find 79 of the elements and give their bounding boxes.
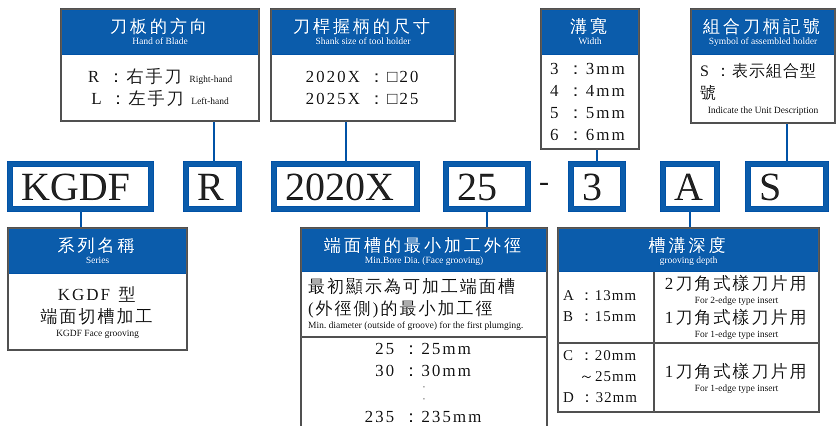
spec-text: 2025X ：□25 xyxy=(306,88,420,110)
english-note: · xyxy=(422,394,426,406)
info-card xyxy=(270,8,456,122)
info-card xyxy=(540,8,640,150)
connector-line xyxy=(486,212,488,227)
code-box xyxy=(7,161,154,212)
code-letter: KGDF xyxy=(20,167,131,206)
connector-line xyxy=(786,124,788,161)
spec-text: 3 ：3mm xyxy=(550,58,627,80)
code-letter: A xyxy=(673,167,704,206)
spec-text: 25 ：25mm xyxy=(375,338,473,360)
connector-line xyxy=(80,212,82,227)
code-box xyxy=(443,161,531,212)
heading: 刀板的方向 xyxy=(109,17,211,37)
spec-text: 2刀角式樣刀片用 xyxy=(664,273,808,295)
connector-line xyxy=(596,150,598,161)
english-note: Right-hand xyxy=(189,74,232,86)
spec-text: 1刀角式樣刀片用 xyxy=(664,360,808,382)
subheading: Symbol of assembled holder xyxy=(708,37,818,48)
subheading: Width xyxy=(577,37,603,48)
heading: 系列名稱 xyxy=(56,236,138,256)
spec-text: S ：表示組合型號 xyxy=(700,62,818,104)
subheading: Min.Bore Dia. (Face grooving) xyxy=(364,256,484,267)
spec-text: 4 ：4mm xyxy=(550,80,627,102)
code-letter: S xyxy=(758,167,782,206)
spec-text: KGDF 型 xyxy=(58,284,138,306)
code-letter: R xyxy=(196,167,225,206)
connector-line xyxy=(345,122,347,161)
heading: 組合刀柄記號 xyxy=(702,17,824,37)
spec-text: 最初顯示為可加工端面槽(外徑側)的最小加工徑 xyxy=(308,276,518,320)
code-letter: 25 xyxy=(456,167,498,206)
spec-text: R ：右手刀 xyxy=(88,66,184,88)
heading: 槽溝深度 xyxy=(648,236,730,256)
english-note: Left-hand xyxy=(191,96,229,108)
info-card xyxy=(300,227,548,426)
code-box xyxy=(745,161,829,212)
spec-text: ～25mm xyxy=(578,368,638,387)
spec-text: 2020X ：□20 xyxy=(306,66,420,88)
spec-text: 1刀角式樣刀片用 xyxy=(664,307,808,329)
spec-text: 端面切槽加工 xyxy=(40,306,154,328)
table-cell xyxy=(302,272,546,338)
code-box xyxy=(183,161,242,212)
spec-text: 235 ：235mm xyxy=(364,406,484,426)
heading: 端面槽的最小加工外徑 xyxy=(323,236,525,256)
connector-line xyxy=(213,122,215,161)
code-box xyxy=(660,161,720,212)
spec-text: C ：20mm xyxy=(563,347,638,366)
code-letter: 3 xyxy=(581,167,603,206)
subheading: grooving depth xyxy=(658,256,718,267)
english-note: For 1-edge type insert xyxy=(694,329,778,341)
spec-text: B ：15mm xyxy=(563,308,638,327)
english-note: Indicate the Unit Description xyxy=(708,104,818,116)
subheading: Hand of Blade xyxy=(131,37,189,48)
info-card xyxy=(7,227,188,351)
english-note: For 2-edge type insert xyxy=(694,295,778,307)
heading: 刀桿握柄的尺寸 xyxy=(292,17,434,37)
english-note: · xyxy=(422,382,426,394)
subheading: Series xyxy=(84,256,110,267)
spec-text: L ：左手刀 xyxy=(91,88,186,110)
english-note: Min. diameter (outside of groove) for the first plumging. xyxy=(308,320,524,332)
subheading: Shank size of tool holder xyxy=(314,37,412,48)
spec-text: 5 ：5mm xyxy=(550,102,627,124)
heading: 溝寬 xyxy=(569,17,611,37)
spec-text: A ：13mm xyxy=(563,287,638,306)
connector-line xyxy=(689,212,691,227)
english-note: KGDF Face grooving xyxy=(56,328,139,340)
spec-text: 30 ：30mm xyxy=(375,360,473,382)
english-note: For 1-edge type insert xyxy=(694,382,778,394)
spec-text: D ：32mm xyxy=(563,389,638,408)
separator-dash: - xyxy=(539,165,549,199)
table-cell xyxy=(559,272,655,344)
spec-text: 6 ：6mm xyxy=(550,124,627,146)
table-cell xyxy=(655,272,818,344)
info-card xyxy=(690,8,836,124)
code-box xyxy=(271,161,420,212)
code-box xyxy=(568,161,626,212)
info-card xyxy=(557,227,820,413)
code-letter: 2020X xyxy=(284,167,395,206)
info-card xyxy=(60,8,260,122)
